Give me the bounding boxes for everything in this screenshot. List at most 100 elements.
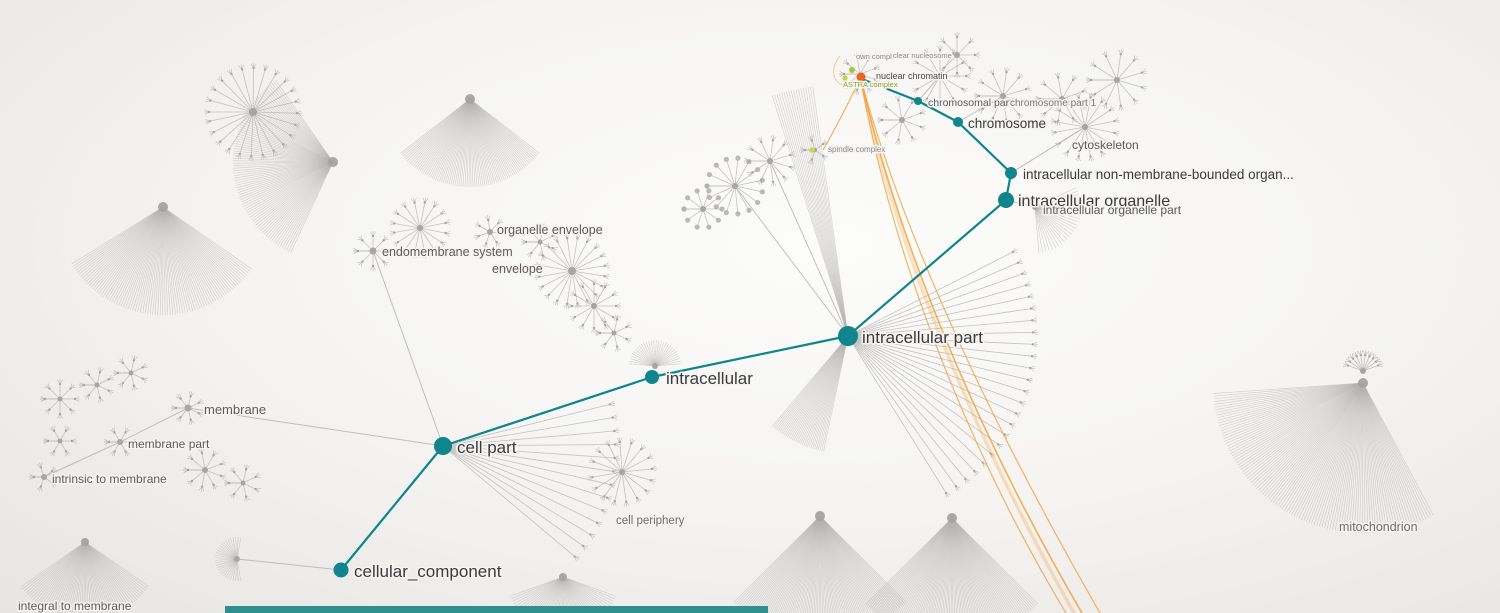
graph-edge <box>236 558 342 571</box>
node-cluster <box>865 513 1039 613</box>
term-label[interactable]: organelle envelope <box>496 222 605 239</box>
cluster-hub-node[interactable] <box>652 363 658 369</box>
term-label[interactable]: intrinsic to membrane <box>51 471 169 488</box>
cluster-hub-node[interactable] <box>1114 77 1120 83</box>
cluster-hub-node[interactable] <box>487 229 493 235</box>
cluster-hub-node[interactable] <box>158 202 168 212</box>
cluster-hub-node[interactable] <box>700 206 706 212</box>
term-label[interactable]: integral to membrane <box>17 598 134 613</box>
node-cluster <box>473 215 507 249</box>
term-label[interactable]: cell part <box>456 437 519 459</box>
node-intracellular-part[interactable] <box>838 326 858 346</box>
node-cluster <box>1086 49 1147 111</box>
node-cluster <box>215 537 242 581</box>
node-cluster <box>71 202 252 316</box>
selected-node[interactable] <box>856 72 866 82</box>
highlight-node-green-2[interactable] <box>842 75 848 81</box>
term-label[interactable]: intracellular <box>665 368 755 390</box>
term-label[interactable]: nuclear chromatin <box>875 70 950 83</box>
cluster-hub-node[interactable] <box>94 382 100 388</box>
node-intracellular-non-membrane-bounded-organelle[interactable] <box>1005 167 1017 179</box>
term-label[interactable]: own complex <box>855 51 902 63</box>
cluster-hub-node[interactable] <box>1358 378 1368 388</box>
cluster-hub-node[interactable] <box>57 396 63 402</box>
node-cluster <box>587 437 657 507</box>
node-cluster <box>1035 72 1088 126</box>
graph-edge <box>43 441 121 478</box>
graph-edge <box>372 250 444 447</box>
cluster-hub-node[interactable] <box>1059 96 1065 102</box>
node-cluster <box>183 448 226 492</box>
term-label[interactable]: cellular_component <box>353 561 504 583</box>
node-intracellular[interactable] <box>645 370 659 384</box>
node-cluster <box>534 233 610 309</box>
term-label[interactable]: mitochondrion <box>1338 519 1420 536</box>
term-label[interactable]: chromosome part 1 <box>1009 97 1099 111</box>
node-cluster <box>521 223 558 261</box>
term-label[interactable]: ASTRA complex <box>842 79 900 91</box>
cluster-hub-node[interactable] <box>899 117 905 123</box>
highlight-node-green-1[interactable] <box>849 67 855 73</box>
cluster-hub-node[interactable] <box>591 303 597 309</box>
highlight-node-green-3[interactable] <box>809 147 815 153</box>
term-label[interactable]: chromosome <box>967 115 1048 133</box>
highlighted-path-edge <box>340 445 444 571</box>
term-label[interactable]: chromosomal part <box>927 96 1014 111</box>
node-cluster <box>877 95 926 145</box>
term-label[interactable]: envelope <box>491 261 545 278</box>
cluster-hub-node[interactable] <box>249 108 257 116</box>
term-label[interactable]: membrane <box>203 401 268 419</box>
node-cluster <box>847 247 1038 498</box>
cluster-hub-node[interactable] <box>328 157 338 167</box>
cluster-hub-node[interactable] <box>947 513 957 523</box>
node-cluster <box>104 427 136 457</box>
cluster-hub-node[interactable] <box>417 225 423 231</box>
cluster-hub-node[interactable] <box>568 267 576 275</box>
term-label[interactable]: cytoskeleton <box>1071 137 1141 154</box>
node-cluster <box>681 188 725 230</box>
node-intracellular-organelle[interactable] <box>998 192 1014 208</box>
term-label[interactable]: cell periphery <box>615 514 687 529</box>
bottom-highlight-bar <box>225 606 768 613</box>
term-label[interactable]: intracellular non-membrane-bounded organ… <box>1022 166 1296 184</box>
term-label[interactable]: endomembrane system <box>381 244 515 261</box>
term-label[interactable]: clear nucleosome <box>892 50 954 62</box>
node-cluster <box>595 314 632 352</box>
cluster-hub-node[interactable] <box>537 239 543 245</box>
node-cluster <box>204 63 302 161</box>
term-label[interactable]: intracellular organelle part <box>1042 202 1184 219</box>
node-cluster <box>442 400 620 562</box>
cluster-hub-node[interactable] <box>611 330 617 336</box>
node-cluster <box>113 355 148 391</box>
cluster-hub-node[interactable] <box>815 511 825 521</box>
association-edge <box>822 78 861 151</box>
node-chromosomal-part[interactable] <box>914 97 922 105</box>
node-cell-part[interactable] <box>434 437 452 455</box>
association-edge <box>833 55 862 86</box>
cluster-hub-node[interactable] <box>240 480 246 486</box>
node-cluster <box>400 94 540 187</box>
cluster-hub-node[interactable] <box>202 467 208 473</box>
cluster-hub-node[interactable] <box>465 94 475 104</box>
cluster-hub-node[interactable] <box>1360 368 1366 374</box>
node-cluster <box>567 279 621 333</box>
term-label[interactable]: intracellular organelle <box>1017 192 1172 212</box>
node-cellular_component[interactable] <box>333 562 349 578</box>
highlighted-path-edge <box>861 77 919 103</box>
cluster-hub-node[interactable] <box>954 52 960 58</box>
node-chromosome[interactable] <box>953 117 963 127</box>
node-cluster <box>40 379 80 419</box>
term-label[interactable]: intracellular part <box>861 327 985 349</box>
node-cluster <box>800 135 829 165</box>
node-cluster <box>79 367 114 403</box>
term-label[interactable]: spindle complex <box>827 144 887 156</box>
cluster-hub-node[interactable] <box>619 469 625 475</box>
cluster-hub-node[interactable] <box>57 438 63 444</box>
cluster-hub-node[interactable] <box>559 573 567 581</box>
cluster-hub-node[interactable] <box>81 538 89 546</box>
cluster-hub-node[interactable] <box>128 370 134 376</box>
graph-edge <box>917 75 941 102</box>
term-label[interactable]: membrane part <box>127 436 212 453</box>
